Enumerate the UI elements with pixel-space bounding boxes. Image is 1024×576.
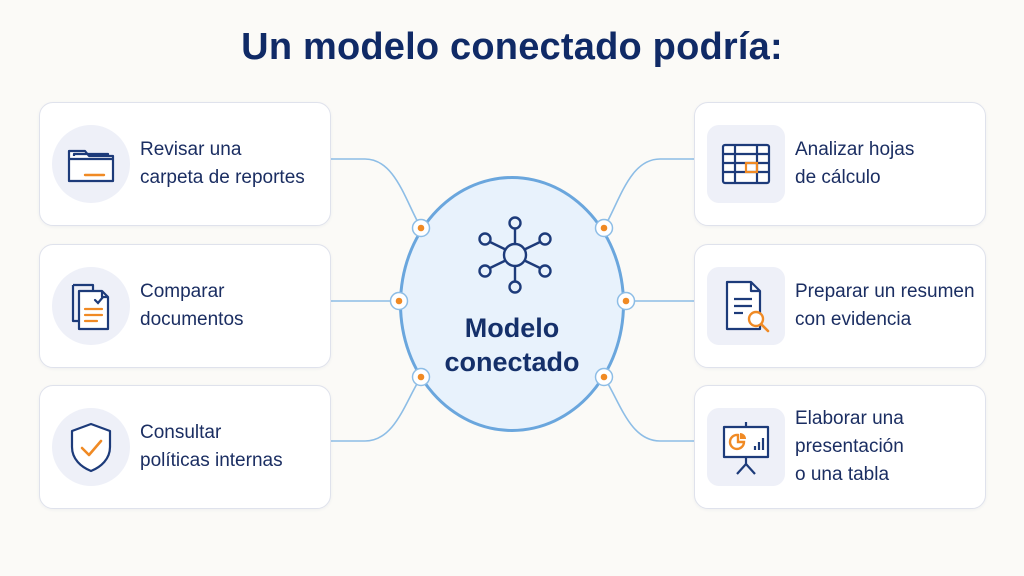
documents-compare-icon xyxy=(52,267,130,345)
card-text: Preparar un resumen con evidencia xyxy=(795,278,979,334)
hub-label-line1: Modelo xyxy=(464,313,560,343)
card-consult-policies: Consultar políticas internas xyxy=(39,385,331,509)
card-line: Elaborar una xyxy=(795,408,904,429)
card-line: Consultar xyxy=(140,422,222,443)
card-line: o una tabla xyxy=(795,464,890,485)
card-line: carpeta de reportes xyxy=(140,167,305,188)
card-line: Revisar una xyxy=(140,139,242,160)
page-title: Un modelo conectado podría: xyxy=(241,26,783,68)
connector-right-top xyxy=(603,158,694,229)
node-left-top xyxy=(411,218,431,238)
node-right-bottom xyxy=(594,367,614,387)
card-text: Revisar una carpeta de reportes xyxy=(140,136,324,192)
card-text: Consultar políticas internas xyxy=(140,419,324,475)
node-left-middle xyxy=(389,291,409,311)
node-left-bottom xyxy=(411,367,431,387)
connector-left-bottom xyxy=(331,376,422,442)
card-line: presentación xyxy=(795,436,904,457)
card-line: de cálculo xyxy=(795,167,881,188)
card-line: documentos xyxy=(140,309,244,330)
node-right-top xyxy=(594,218,614,238)
card-review-reports: Revisar una carpeta de reportes xyxy=(39,102,331,226)
card-line: con evidencia xyxy=(795,309,912,330)
document-search-icon xyxy=(707,267,785,345)
card-compare-documents: Comparar documentos xyxy=(39,244,331,368)
hub-label: Modelo conectado xyxy=(402,311,622,379)
hub-label-line2: conectado xyxy=(444,347,580,377)
card-text: Elaborar una presentación o una tabla xyxy=(795,405,979,489)
node-right-middle xyxy=(616,291,636,311)
card-build-presentation: Elaborar una presentación o una tabla xyxy=(694,385,986,509)
connector-left-top xyxy=(331,158,422,229)
card-prepare-summary: Preparar un resumen con evidencia xyxy=(694,244,986,368)
network-icon xyxy=(478,216,552,294)
spreadsheet-icon xyxy=(707,125,785,203)
connector-right-bottom xyxy=(603,376,694,442)
presentation-chart-icon xyxy=(707,408,785,486)
folder-icon xyxy=(52,125,130,203)
card-line: Analizar hojas xyxy=(795,139,915,160)
shield-check-icon xyxy=(52,408,130,486)
card-line: Preparar un resumen xyxy=(795,281,975,302)
card-text: Analizar hojas de cálculo xyxy=(795,136,979,192)
card-analyze-spreadsheets: Analizar hojas de cálculo xyxy=(694,102,986,226)
card-line: políticas internas xyxy=(140,450,283,471)
card-text: Comparar documentos xyxy=(140,278,324,334)
card-line: Comparar xyxy=(140,281,225,302)
